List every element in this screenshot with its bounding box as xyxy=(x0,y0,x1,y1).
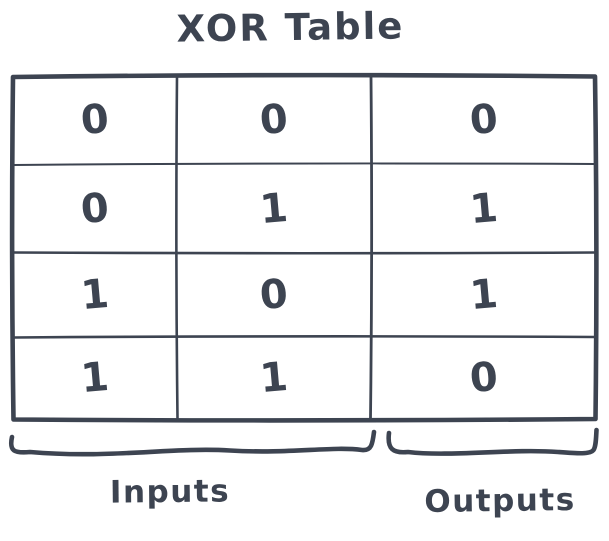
table-cell: 0 xyxy=(371,76,597,164)
cell-value: 0 xyxy=(468,95,500,145)
cell-value: 0 xyxy=(468,353,500,402)
cell-value: 1 xyxy=(468,270,500,320)
inputs-brace xyxy=(8,429,377,457)
cell-value: 1 xyxy=(468,184,500,233)
table-cell: 1 xyxy=(371,164,597,253)
row-divider-3 xyxy=(12,335,597,339)
table-cell: 1 xyxy=(12,253,177,337)
cell-value: 0 xyxy=(78,184,111,233)
table-cell: 1 xyxy=(177,164,371,253)
column-divider-2 xyxy=(369,75,374,420)
page-title: XOR Table xyxy=(176,4,405,51)
inputs-label: Inputs xyxy=(109,473,231,511)
row-divider-2 xyxy=(12,251,597,255)
column-divider-1 xyxy=(175,75,179,420)
table-cell: 1 xyxy=(371,253,597,337)
cell-value: 0 xyxy=(258,95,290,145)
table-cell: 1 xyxy=(12,337,177,418)
table-cell: 1 xyxy=(177,337,371,418)
outputs-brace xyxy=(386,427,599,456)
cell-value: 1 xyxy=(78,270,111,320)
cell-value: 0 xyxy=(258,270,290,320)
cell-value: 1 xyxy=(258,184,290,233)
row-divider-1 xyxy=(13,162,596,166)
table-cell: 0 xyxy=(12,164,177,253)
cell-value: 0 xyxy=(78,95,111,145)
table-cell: 0 xyxy=(177,76,371,164)
cell-value: 1 xyxy=(78,353,111,402)
table-cell: 0 xyxy=(177,253,371,337)
table-cell: 0 xyxy=(371,337,597,418)
table-outer-border xyxy=(9,72,599,423)
cell-value: 1 xyxy=(258,353,290,402)
table-cell: 0 xyxy=(12,76,177,164)
outputs-label: Outputs xyxy=(424,481,576,521)
